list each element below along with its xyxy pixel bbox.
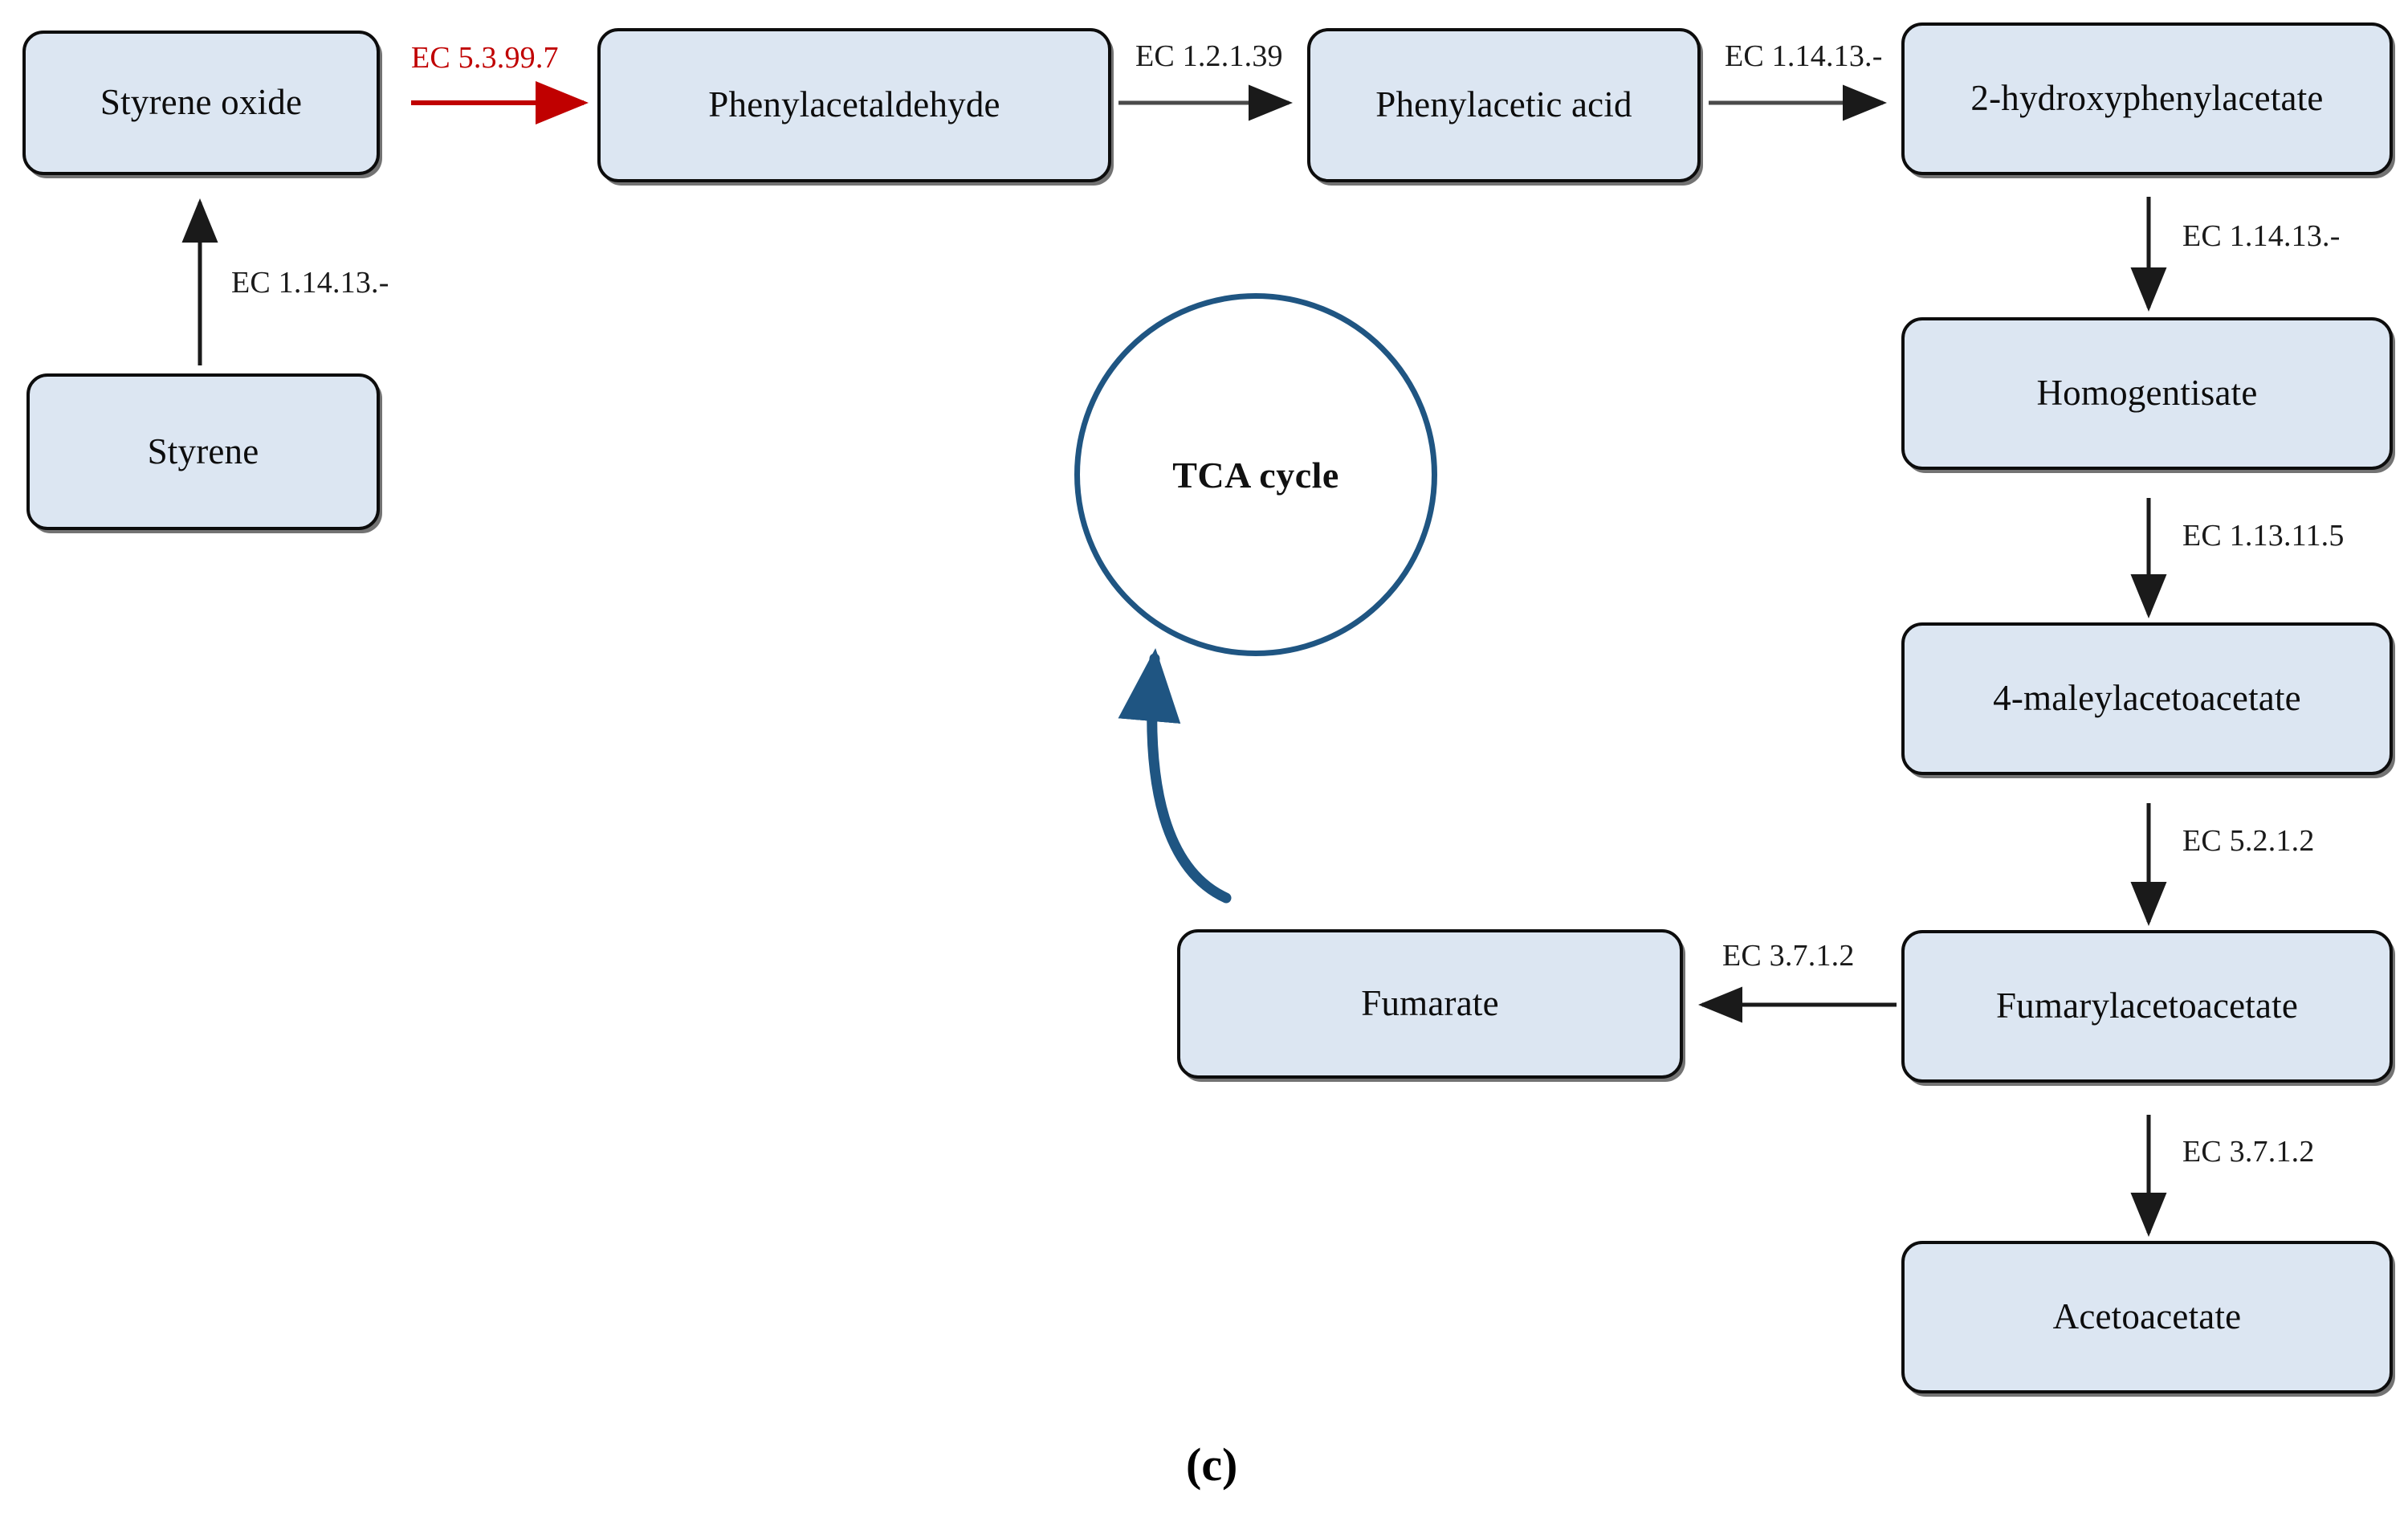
node-label-homogentisate: Homogentisate (2036, 373, 2258, 414)
edge-label-styrene-to-styrene-oxide: EC 1.14.13.- (231, 266, 389, 300)
edge-label-fumarylacetoacetate-to-fumarate: EC 3.7.1.2 (1722, 939, 1855, 973)
edge-label-phenylacetaldehyde-to-phenylacetic-acid: EC 1.2.1.39 (1135, 39, 1283, 73)
edge-label-2-hydroxyphenylacetate-to-homogentisate: EC 1.14.13.- (2182, 219, 2341, 253)
node-label-fumarylacetoacetate: Fumarylacetoacetate (1995, 985, 2299, 1026)
node-label-acetoacetate: Acetoacetate (2052, 1296, 2242, 1337)
edge-label-phenylacetic-acid-to-2-hydroxyphenylacetate: EC 1.14.13.- (1725, 39, 1883, 73)
node-label-4-maleylacetoacetate: 4-maleylacetoacetate (1993, 678, 2301, 719)
node-homogentisate[interactable]: Homogentisate (1901, 317, 2393, 470)
edge-label-fumarylacetoacetate-to-acetoacetate: EC 3.7.1.2 (2182, 1135, 2315, 1169)
node-styrene-oxide[interactable]: Styrene oxide (22, 31, 380, 175)
node-phenylacetic-acid[interactable]: Phenylacetic acid (1307, 28, 1701, 182)
edge-label-styrene-oxide-to-phenylacetaldehyde: EC 5.3.99.7 (411, 41, 559, 75)
node-label-styrene: Styrene (147, 430, 259, 471)
node-label-phenylacetic-acid: Phenylacetic acid (1375, 84, 1632, 125)
tca-cycle-label: TCA cycle (1172, 454, 1339, 496)
node-fumarylacetoacetate[interactable]: Fumarylacetoacetate (1901, 930, 2393, 1083)
node-4-maleylacetoacetate[interactable]: 4-maleylacetoacetate (1901, 622, 2393, 775)
node-styrene[interactable]: Styrene (26, 373, 380, 530)
edge-label-homogentisate-to-4-maleylacetoacetate: EC 1.13.11.5 (2182, 519, 2345, 553)
node-fumarate[interactable]: Fumarate (1177, 929, 1683, 1079)
arrow-fumarate-to-tca-cycle (1118, 648, 1232, 904)
node-label-styrene-oxide: Styrene oxide (100, 82, 303, 123)
panel-caption: (c) (1186, 1438, 1238, 1491)
tca-cycle-node[interactable]: TCA cycle (1074, 293, 1437, 656)
node-label-fumarate: Fumarate (1361, 983, 1499, 1024)
node-label-2-hydroxyphenylacetate: 2-hydroxyphenylacetate (1970, 78, 2324, 119)
edge-label-4-maleylacetoacetate-to-fumarylacetoacetate: EC 5.2.1.2 (2182, 824, 2315, 858)
node-acetoacetate[interactable]: Acetoacetate (1901, 1241, 2393, 1393)
node-label-phenylacetaldehyde: Phenylacetaldehyde (708, 84, 1000, 125)
node-phenylacetaldehyde[interactable]: Phenylacetaldehyde (597, 28, 1111, 182)
node-2-hydroxyphenylacetate[interactable]: 2-hydroxyphenylacetate (1901, 22, 2393, 175)
